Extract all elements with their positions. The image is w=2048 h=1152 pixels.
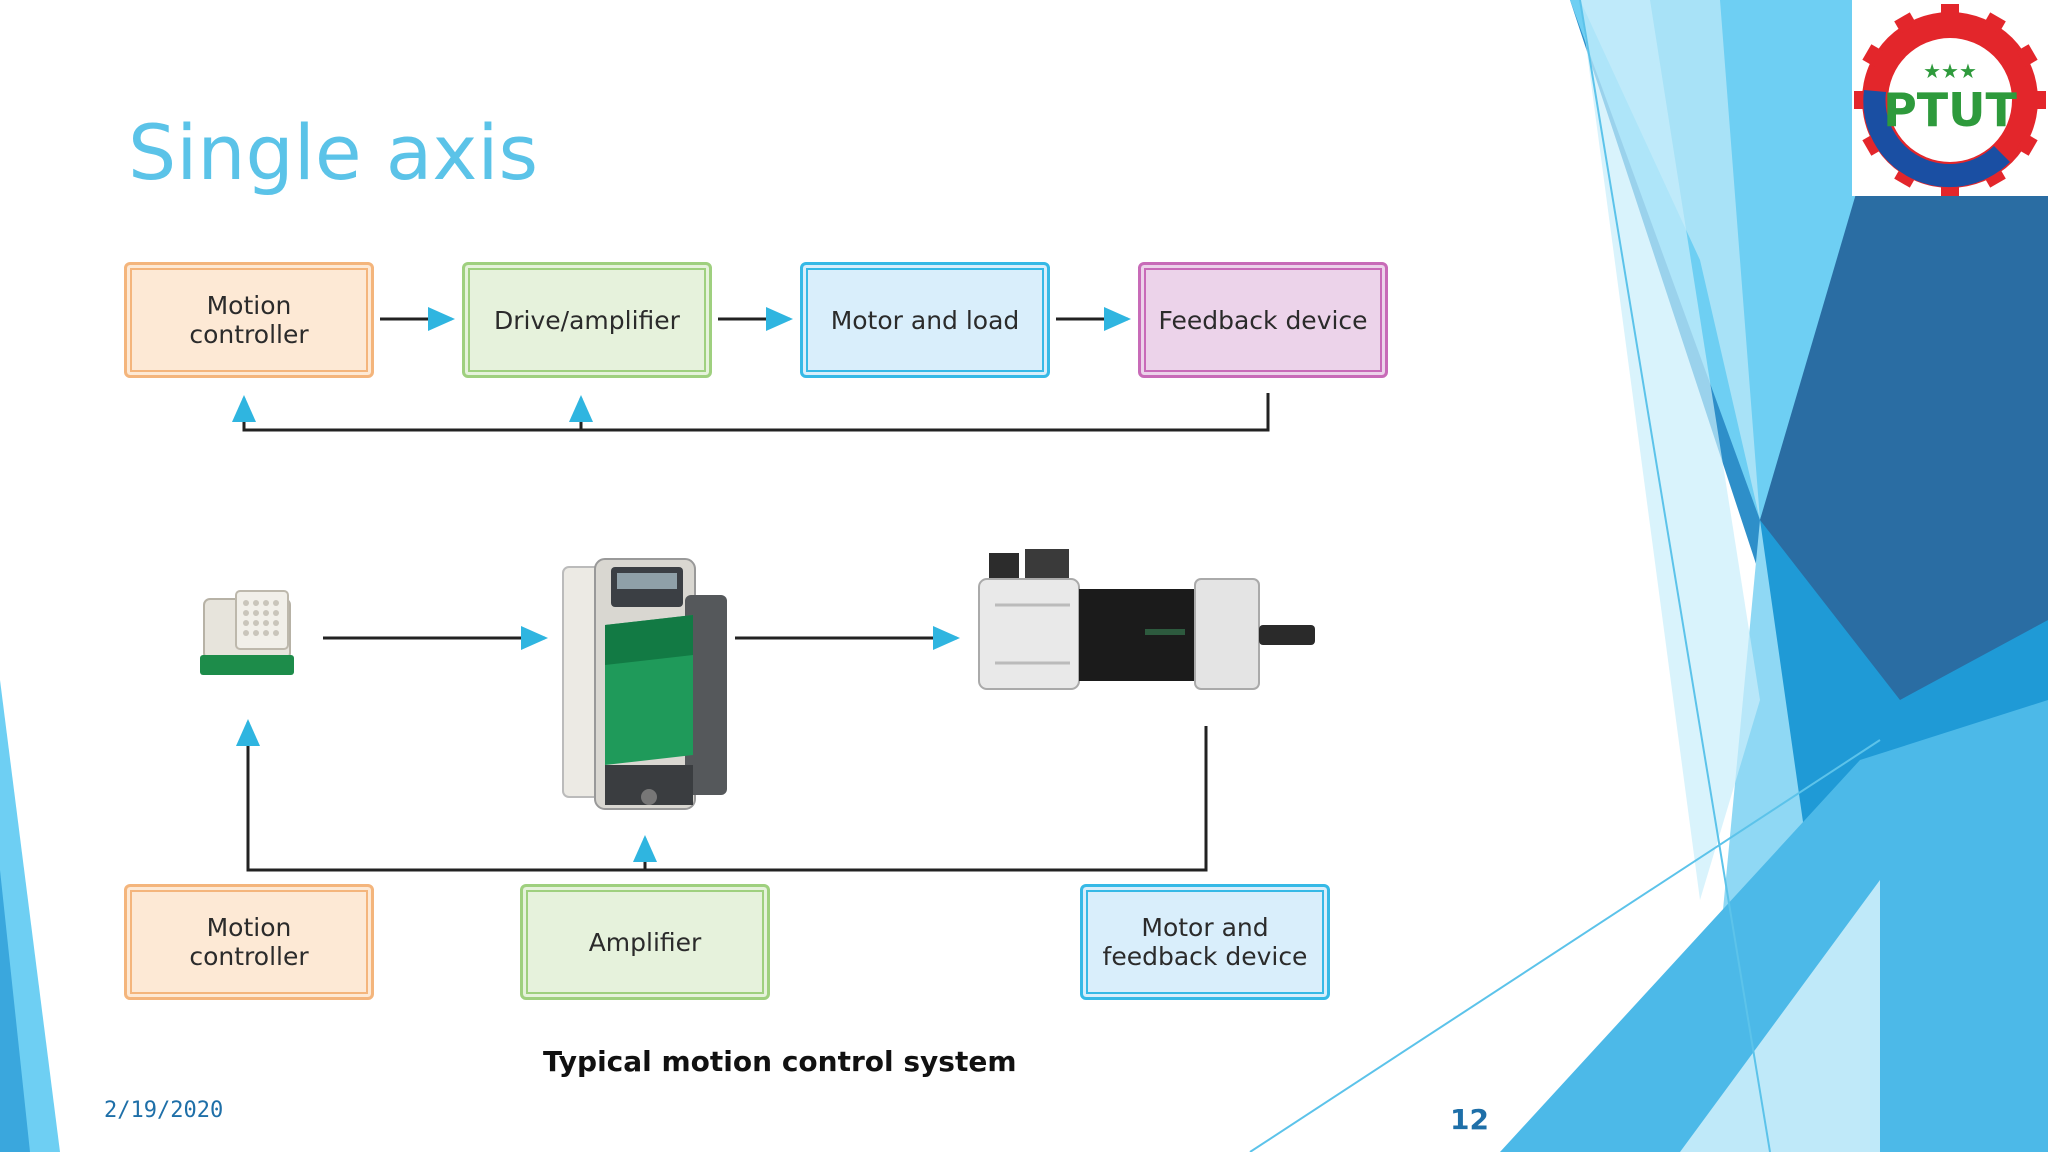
logo-stars: ★★★ [1923, 59, 1977, 83]
university-logo: ★★★ PTUT [1852, 0, 2048, 196]
slide-title: Single axis [128, 108, 539, 197]
box-amplifier: Amplifier [520, 884, 770, 1000]
bottom-feedback-loop [236, 719, 1208, 872]
box-motion-controller-bottom: Motion controller [124, 884, 374, 1000]
box-motor-and-feedback-device: Motor and feedback device [1080, 884, 1330, 1000]
gear-logo-icon: ★★★ PTUT [1854, 4, 2046, 196]
logo-text: PTUT [1883, 83, 2017, 137]
page-number: 12 [1450, 1103, 1489, 1136]
box-drive-amplifier: Drive/amplifier [462, 262, 712, 378]
amplifier-device-image [562, 558, 727, 810]
box-motion-controller-top: Motion controller [124, 262, 374, 378]
slide-date: 2/19/2020 [104, 1098, 224, 1123]
top-feedback-loop [232, 393, 1270, 432]
box-feedback-device: Feedback device [1138, 262, 1388, 378]
motion-controller-device-image [200, 590, 294, 675]
figure-caption: Typical motion control system [543, 1045, 1017, 1078]
box-motor-and-load: Motor and load [800, 262, 1050, 378]
motor-device-image [978, 549, 1315, 690]
